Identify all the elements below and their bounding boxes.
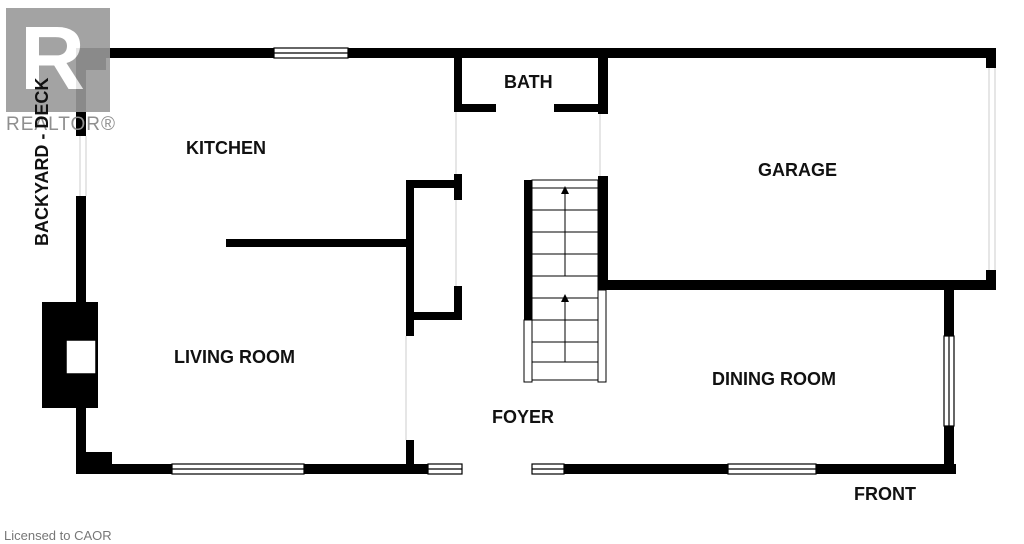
wall-bath-bottom-right <box>554 104 606 112</box>
realtor-logo: R <box>6 8 110 112</box>
wall-foyer-stub <box>406 440 414 474</box>
wall-kitchen-partition <box>226 239 414 247</box>
wall-garage-bottom <box>600 280 996 290</box>
wall-bottom-right <box>564 464 728 474</box>
wall-top-left <box>76 48 274 58</box>
wall-top-mid <box>348 48 996 58</box>
logo-letter: R <box>20 9 85 109</box>
wall-bath-right <box>598 56 608 114</box>
wall-bottom-left2 <box>304 464 428 474</box>
fireplace-firebox <box>65 339 97 375</box>
label-living-room: LIVING ROOM <box>174 347 295 367</box>
wall-stair-left <box>524 180 532 320</box>
label-front: FRONT <box>854 484 916 504</box>
label-bath: BATH <box>504 72 553 92</box>
wall-closet-top-stub <box>454 174 462 200</box>
stair-arrows <box>561 186 569 302</box>
wall-closet-top <box>406 180 462 188</box>
wall-bath-bottom-left <box>454 104 496 112</box>
wall-bottom-right2 <box>816 464 956 474</box>
openings <box>79 68 996 440</box>
label-dining-room: DINING ROOM <box>712 369 836 389</box>
label-foyer: FOYER <box>492 407 555 427</box>
wall-right-garage-top <box>986 48 996 68</box>
label-kitchen: KITCHEN <box>186 138 266 158</box>
logo-text: REALTOR® <box>6 114 116 135</box>
wall-bottom-left <box>76 464 172 474</box>
wall-garage-left <box>598 176 608 290</box>
label-backyard-deck: BACKYARD - DECK <box>32 77 52 246</box>
wall-closet-vertical <box>406 180 414 336</box>
stairs <box>523 179 607 383</box>
wall-closet-bottom <box>406 312 462 320</box>
wall-closet-bottom-stub <box>454 286 462 320</box>
license-footer: Licensed to CAOR <box>4 528 112 543</box>
windows <box>171 47 955 475</box>
wall-bath-left <box>454 56 462 112</box>
label-garage: GARAGE <box>758 160 838 180</box>
wall-right-dining-bottom <box>944 426 954 474</box>
wall-right-dining-top <box>944 284 954 336</box>
